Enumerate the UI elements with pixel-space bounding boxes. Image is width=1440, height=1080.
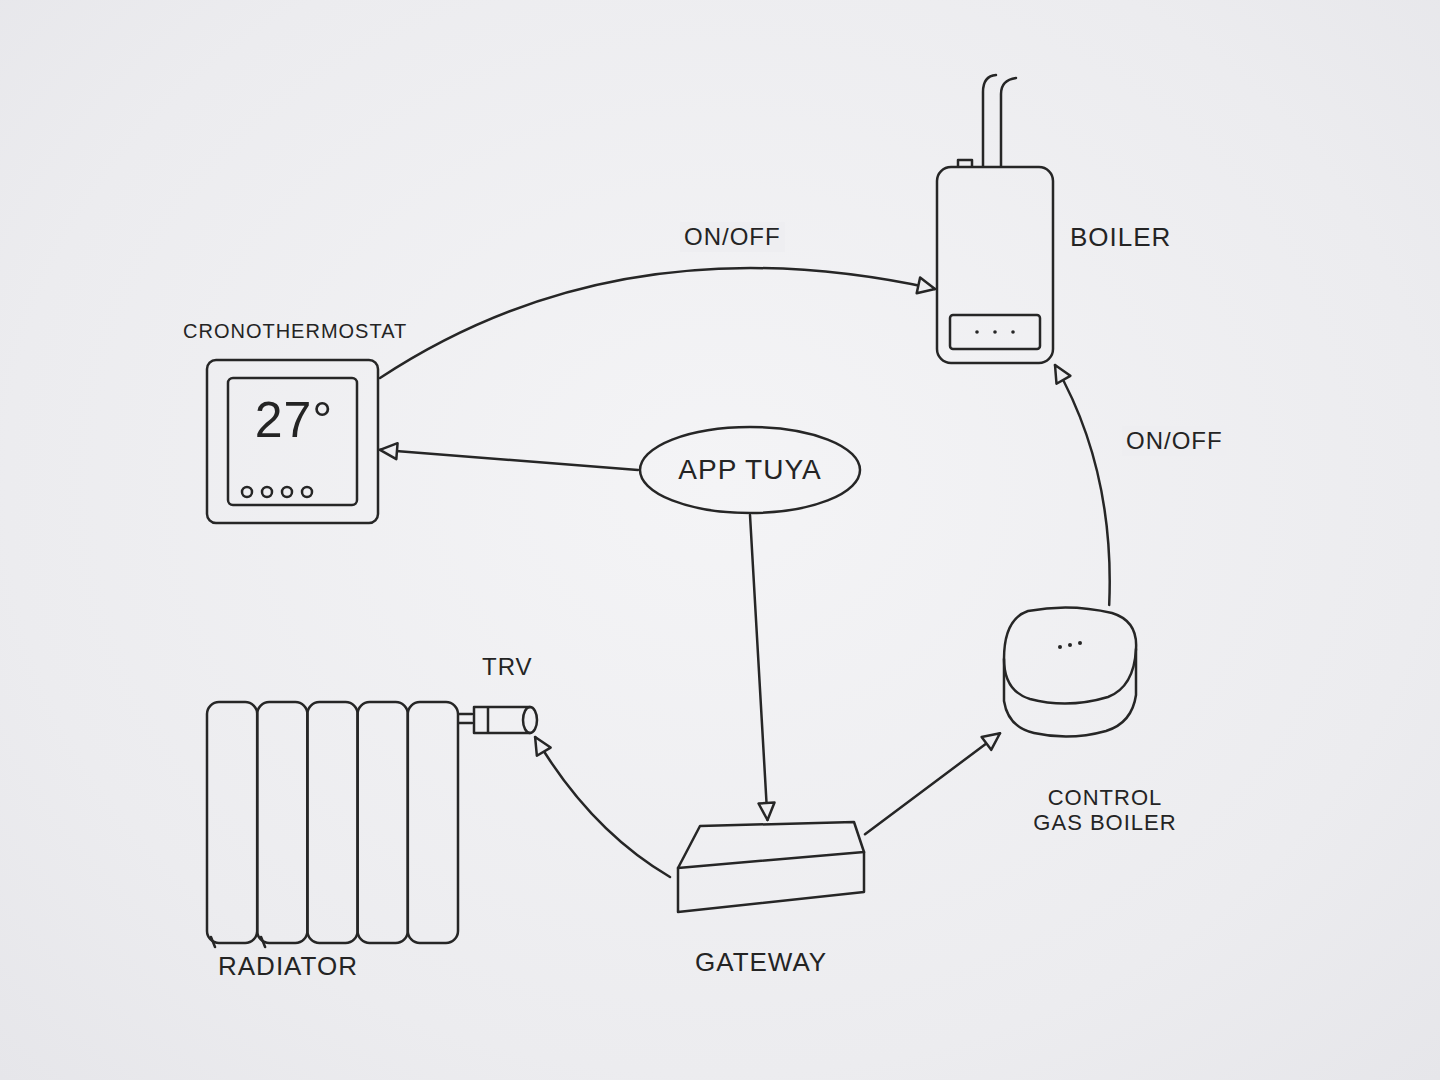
boiler-unit-drawing — [935, 165, 1055, 365]
boiler-unit: BOILER — [935, 165, 1055, 365]
gateway-top — [678, 822, 864, 868]
gateway-side — [678, 852, 864, 912]
valve-cap — [523, 707, 537, 733]
arrow-head — [380, 443, 398, 459]
app-bubble: APP TUYA — [638, 425, 862, 515]
node-label: BOILER — [1070, 223, 1171, 253]
radiator-valve-drawing — [470, 703, 540, 737]
radiator-fin — [307, 702, 357, 943]
node-label: CRONOTHERMOSTAT — [183, 320, 407, 343]
arrow-head — [759, 803, 775, 820]
status-led — [1078, 641, 1082, 645]
thermostat-button — [282, 487, 292, 497]
node-label: TRV — [482, 653, 533, 681]
boiler-tab — [958, 160, 972, 166]
boiler-body — [937, 167, 1053, 363]
app-ellipse — [640, 427, 860, 513]
radiator-fin — [257, 702, 307, 943]
flow-line — [380, 268, 935, 378]
flow-line — [1055, 365, 1110, 605]
arrow-head — [917, 278, 935, 294]
thermostat-button — [262, 487, 272, 497]
flow-arrow — [1055, 365, 1110, 605]
flow-line — [750, 515, 768, 820]
boiler-controller: CONTROL GAS BOILER — [1000, 605, 1140, 740]
controller-top — [1004, 607, 1136, 703]
signal-label: ON/OFF — [680, 222, 785, 252]
boiler-pipe — [1001, 78, 1016, 166]
node-label: GATEWAY — [695, 948, 827, 978]
radiator: RADIATOR — [205, 700, 460, 945]
status-led — [1058, 645, 1062, 649]
boiler-panel — [950, 315, 1040, 349]
radiator-foot — [211, 937, 265, 947]
flow-line — [865, 733, 1000, 834]
flow-arrow — [750, 515, 775, 820]
display-reading: 27° — [228, 392, 360, 450]
valve-stub — [459, 714, 472, 723]
node-label: RADIATOR — [218, 952, 358, 982]
flow-arrow — [380, 268, 935, 378]
gateway-hub: GATEWAY — [670, 820, 865, 915]
boiler-pipe — [983, 75, 996, 166]
panel-dot — [1011, 330, 1015, 334]
gateway-hub-drawing — [670, 820, 865, 915]
thermostat-device: CRONOTHERMOSTAT27° — [205, 358, 380, 525]
controller-side — [1004, 649, 1136, 737]
flow-arrow — [865, 733, 1000, 834]
flow-arrow — [380, 443, 638, 470]
arrow-head — [982, 733, 1000, 750]
thermostat-button — [302, 487, 312, 497]
radiator-fin — [358, 702, 408, 943]
thermostat-case — [207, 360, 378, 523]
radiator-fin — [207, 702, 257, 943]
panel-dot — [975, 330, 979, 334]
valve-ring — [487, 708, 490, 732]
arrow-head — [535, 737, 551, 756]
boiler-controller-drawing — [1000, 605, 1140, 740]
arrow-head — [1055, 365, 1070, 384]
radiator-drawing — [205, 700, 460, 945]
flow-line — [380, 450, 638, 470]
status-led — [1068, 643, 1072, 647]
flow-line — [535, 737, 670, 877]
flow-arrow — [535, 737, 670, 877]
node-label: APP TUYA — [638, 425, 862, 515]
valve-body — [474, 707, 530, 733]
node-label: CONTROL GAS BOILER — [1030, 785, 1180, 836]
signal-label: ON/OFF — [1122, 426, 1227, 456]
panel-dot — [993, 330, 997, 334]
thermostat-button — [242, 487, 252, 497]
radiator-fin — [408, 702, 458, 943]
radiator-valve: TRV — [470, 703, 540, 737]
